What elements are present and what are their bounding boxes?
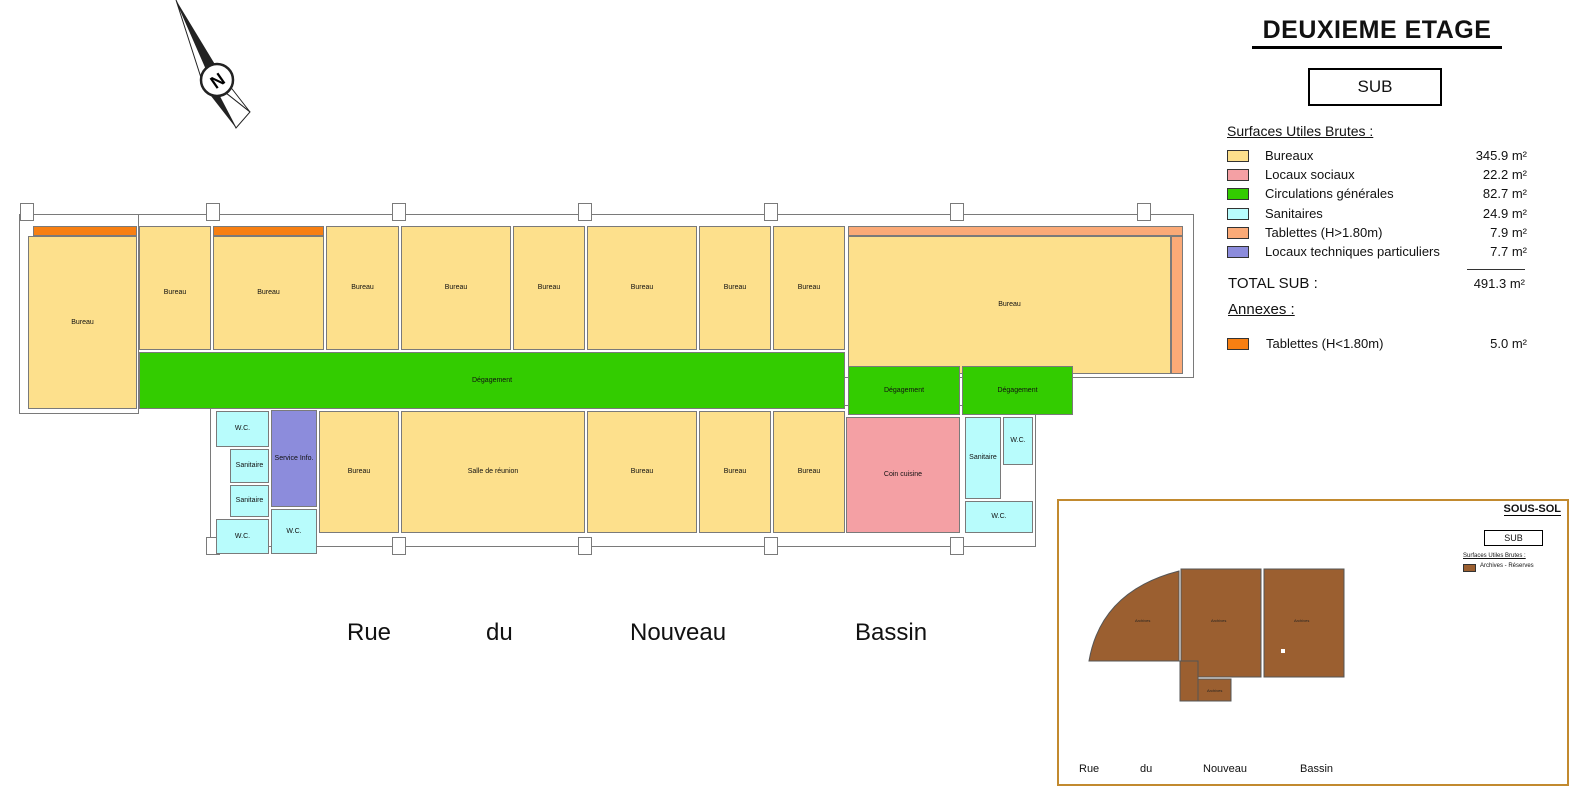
street-label: Nouveau [630,619,727,646]
room-bureau: Bureau [773,226,845,350]
inset-room-label: Archives [1135,618,1151,623]
room-bureau: Bureau [587,411,697,533]
legend-label: Locaux techniques particuliers [1265,244,1440,259]
inset-title: SOUS-SOL [1503,503,1561,516]
legend-item-locaux-sociaux: Locaux sociaux 22.2 m² [1227,167,1527,185]
room-bureau: Bureau [699,226,771,350]
room-wc: W.C. [1003,417,1033,465]
room-salle-reunion: Salle de réunion [401,411,585,533]
legend-value: 24.9 m² [1482,206,1527,221]
room-sanitaire: Sanitaire [965,417,1001,499]
pillar [764,537,778,555]
inset-legend-heading: Surfaces Utiles Brutes : [1463,553,1526,559]
inset-street-label: du [1140,763,1153,775]
tablette-high-strip [848,226,1183,236]
legend-item-tablettes-high: Tablettes (H>1.80m) 7.9 m² [1227,225,1527,243]
pillar [392,203,406,221]
room-sanitaire: Sanitaire [230,449,269,483]
inset-room-label: Archives [1294,618,1310,623]
room-sanitaire: Sanitaire [230,485,269,517]
room-bureau: Bureau [699,411,771,533]
legend-swatch [1227,208,1249,220]
legend-item-sanitaires: Sanitaires 24.9 m² [1227,206,1527,224]
tablette-low-strip [33,226,137,236]
pillar [950,203,964,221]
pillar [1137,203,1151,221]
room-wc: W.C. [965,501,1033,533]
room-service-info: Service Info. [271,410,317,507]
room-bureau: Bureau [326,226,399,350]
legend-item-circulations: Circulations générales 82.7 m² [1227,186,1527,204]
legend-item-tablettes-low: Tablettes (H<1.80m) 5.0 m² [1227,336,1527,354]
inset-street-label: Bassin [1300,763,1334,775]
total-label: TOTAL SUB : [1228,275,1318,292]
total-divider [1467,269,1525,270]
legend-label: Tablettes (H>1.80m) [1265,225,1383,240]
page-title: DEUXIEME ETAGE [1252,16,1502,49]
room-wc: W.C. [271,509,317,554]
legend-label: Sanitaires [1265,206,1323,221]
legend-value: 82.7 m² [1482,186,1527,201]
legend-label: Circulations générales [1265,186,1394,201]
pillar [950,537,964,555]
room-bureau: Bureau [773,411,845,533]
annexes-heading: Annexes : [1228,301,1295,318]
pillar [578,203,592,221]
basement-plan [1088,568,1345,702]
inset-legend-label: Archives - Réserves [1480,563,1534,569]
street-label: du [486,619,513,646]
room-bureau: Bureau [319,411,399,533]
inset-room-label: Archives [1207,688,1223,693]
room-bureau: Bureau [139,226,211,350]
legend-value: 7.7 m² [1490,244,1527,259]
inset-street-label: Nouveau [1203,763,1248,775]
room-degagement: Dégagement [962,366,1073,415]
tablette-low-strip [213,226,324,236]
room-bureau-large: Bureau [848,236,1171,374]
legend-value: 5.0 m² [1490,336,1527,351]
legend-swatch [1227,246,1249,258]
inset-street-label: Rue [1079,763,1100,775]
room-bureau: Bureau [587,226,697,350]
room-bureau: Bureau [401,226,511,350]
legend-value: 345.9 m² [1475,148,1527,163]
inset-legend-swatch [1463,564,1476,572]
pillar [764,203,778,221]
legend-swatch [1227,150,1249,162]
room-degagement: Dégagement [139,352,845,409]
pillar [206,203,220,221]
room-bureau: Bureau [513,226,585,350]
total-value: 491.3 m² [1473,276,1525,291]
legend-swatch [1227,188,1249,200]
pillar [578,537,592,555]
room-wc: W.C. [216,519,269,554]
legend-swatch [1227,227,1249,239]
legend-value: 22.2 m² [1482,167,1527,182]
legend-item-locaux-techniques: Locaux techniques particuliers 7.7 m² [1227,244,1527,262]
legend-label: Locaux sociaux [1265,167,1355,182]
tablette-high-side [1171,236,1183,374]
street-label: Rue [347,619,392,646]
basement-inset: SOUS-SOL SUB Surfaces Utiles Brutes : Ar… [1057,499,1569,786]
room-coin-cuisine: Coin cuisine [846,417,960,533]
pillar [20,203,34,221]
legend-label: Tablettes (H<1.80m) [1266,336,1384,351]
room-bureau-left: Bureau [28,236,137,409]
legend-heading: Surfaces Utiles Brutes : [1227,123,1374,139]
inset-room-label: Archives [1211,618,1227,623]
street-label: Bassin [855,619,928,646]
inset-sub-box: SUB [1484,530,1543,546]
pillar [392,537,406,555]
north-arrow-icon: N [175,0,251,129]
room-bureau: Bureau [213,236,324,350]
room-degagement: Dégagement [848,366,960,415]
sub-box: SUB [1308,68,1442,106]
legend-label: Bureaux [1265,148,1314,163]
room-wc: W.C. [216,411,269,447]
legend-item-bureaux: Bureaux 345.9 m² [1227,148,1527,166]
legend-value: 7.9 m² [1490,225,1527,240]
legend-swatch [1227,338,1249,350]
legend-swatch [1227,169,1249,181]
